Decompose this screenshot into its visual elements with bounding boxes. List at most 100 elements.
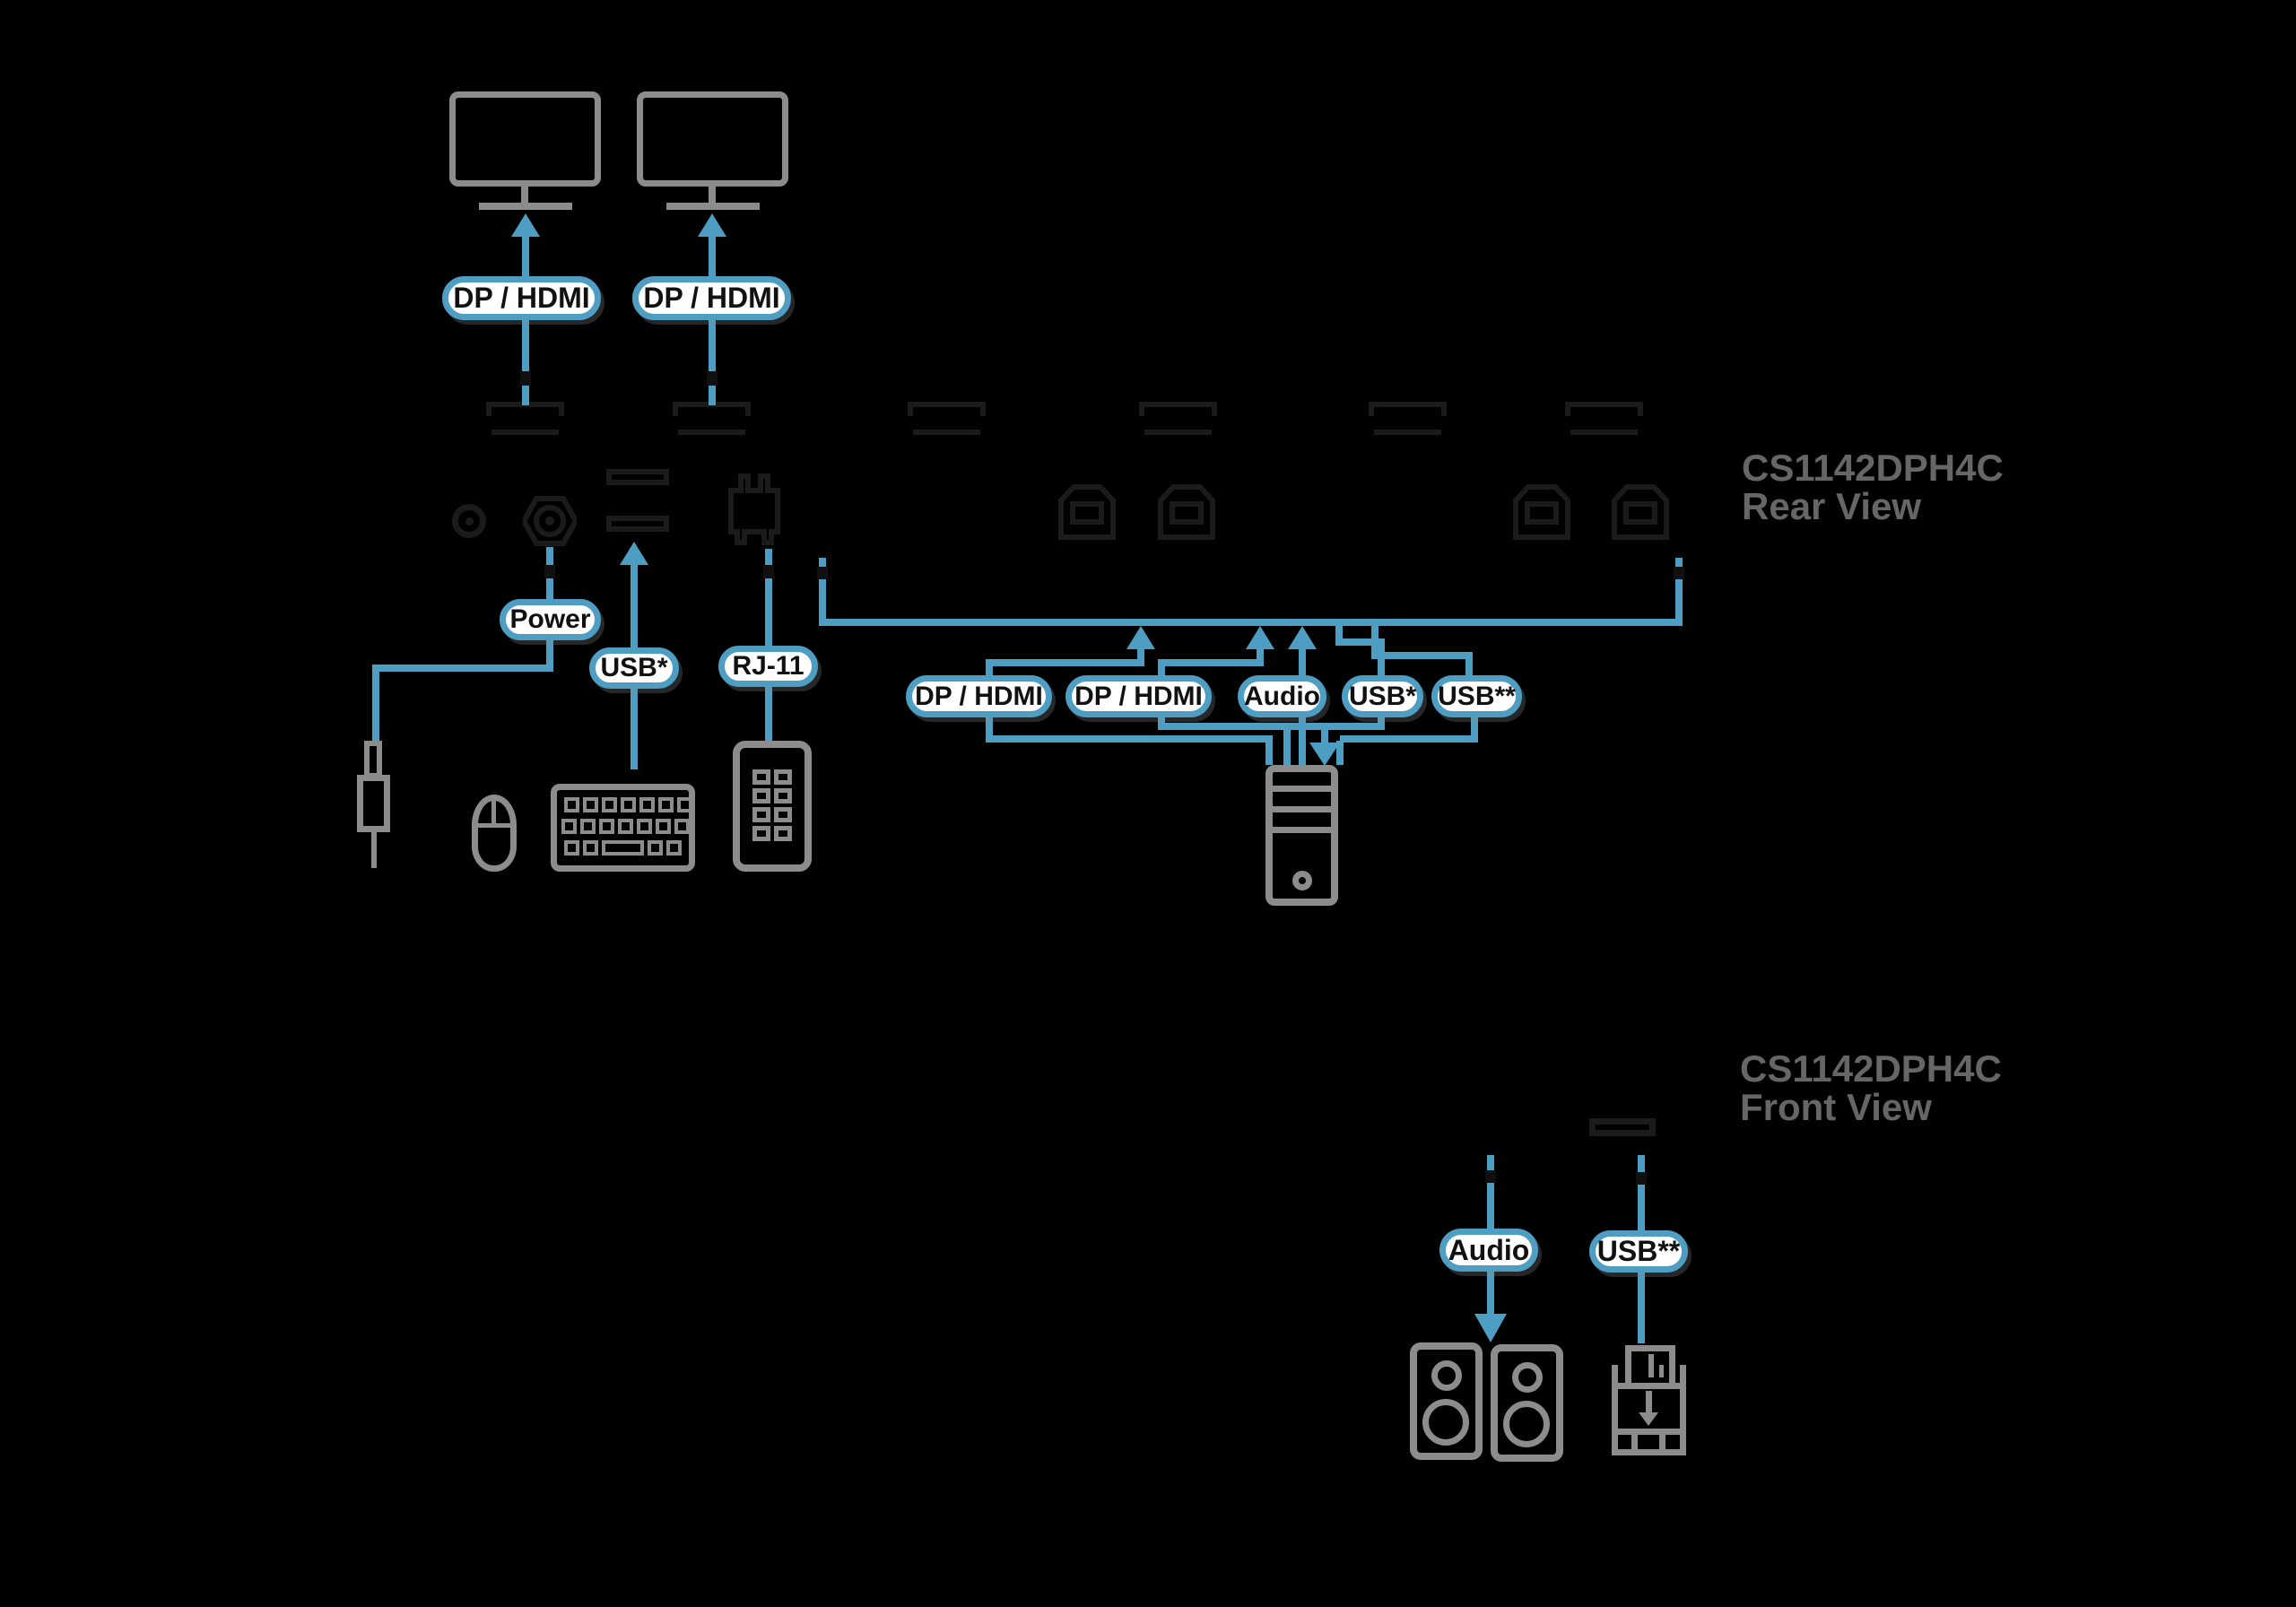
cable-segment [1158, 666, 1165, 677]
usb-flash-drive-body [1612, 1383, 1686, 1455]
mouse-divider [474, 823, 514, 828]
arrow-up-icon [511, 213, 540, 237]
usb-flash-drive-shoulder [1680, 1365, 1686, 1385]
label-rj11: RJ-11 [718, 646, 818, 687]
video-port-underline [1144, 430, 1212, 435]
cable-segment [1299, 717, 1306, 765]
monitor-icon [449, 91, 601, 187]
device-edge-tick [520, 371, 531, 386]
cable-segment [986, 717, 993, 741]
cable-segment [709, 320, 716, 405]
cable-segment [1299, 647, 1306, 677]
device-edge-tick [544, 565, 555, 578]
speaker-woofer [1422, 1399, 1469, 1446]
label-pc-dp-hdmi1: DP / HDMI [906, 675, 1052, 717]
label-text: Power [509, 604, 591, 634]
mouse-icon [472, 795, 517, 872]
label-front-usb: USB** [1589, 1230, 1688, 1273]
arrow-down-icon [1474, 1314, 1507, 1342]
usb-flash-drive-pin [1648, 1354, 1654, 1377]
video-port-underline [913, 430, 980, 435]
label-dp-hdmi-display2: DP / HDMI [632, 276, 791, 320]
pc-tower-bay-line [1271, 827, 1333, 833]
device-edge-tick [1636, 1172, 1647, 1185]
cable-segment [1371, 652, 1473, 659]
arrow-up-icon [1126, 626, 1155, 649]
video-port-underline [1570, 430, 1638, 435]
cable-segment [1335, 626, 1343, 644]
label-front-audio: Audio [1439, 1229, 1538, 1272]
bus-riser-left [819, 558, 826, 626]
rj11-port-icon [728, 473, 780, 545]
dc-power-jack-icon [523, 496, 577, 546]
video-port-slot [1565, 402, 1643, 416]
bus-riser-right [1675, 558, 1683, 626]
label-text: USB** [1438, 681, 1516, 711]
cable-segment [1471, 717, 1478, 741]
cable-segment [1158, 659, 1264, 666]
video-port-slot [1369, 402, 1447, 416]
rj11-cable [765, 549, 772, 741]
monitor-stand [709, 187, 716, 204]
cable-segment [1283, 730, 1291, 765]
keyboard-keys-row [561, 819, 690, 834]
cable-segment [986, 659, 1144, 666]
arrow-up-icon [698, 213, 726, 237]
label-dp-hdmi-display1: DP / HDMI [442, 276, 601, 320]
usb-b-port-icon [1513, 484, 1570, 540]
arrow-up-icon [1288, 626, 1317, 649]
cable-segment [1378, 644, 1385, 677]
view-name: Front View [1740, 1086, 1932, 1128]
cable-segment [1265, 741, 1273, 765]
arrow-up-icon [620, 542, 648, 565]
cable-segment [1137, 647, 1144, 663]
label-text: Audio [1244, 681, 1320, 711]
device-edge-tick [817, 567, 828, 579]
cable-segment [1378, 717, 1385, 728]
phone-keypad-keys [752, 769, 796, 841]
usb-b-port-icon [1058, 484, 1116, 540]
view-name: Rear View [1742, 485, 1922, 527]
usb-flash-drive-pin [1659, 1365, 1664, 1377]
power-plug-icon [364, 741, 382, 778]
power-cable [372, 665, 553, 672]
label-pc-audio: Audio [1238, 675, 1326, 717]
label-text: DP / HDMI [643, 282, 780, 314]
cable-segment [1340, 735, 1478, 743]
monitor-base [666, 203, 760, 210]
power-plug-body [357, 775, 390, 832]
cable-segment [1257, 647, 1264, 663]
pc-power-button [1292, 871, 1312, 890]
arrow-down-icon [1309, 743, 1340, 766]
video-port-slot [908, 402, 986, 416]
grounding-terminal-dot [465, 517, 474, 526]
device-edge-tick [707, 371, 718, 386]
label-power: Power [500, 599, 601, 640]
usb-flash-drive-band-divider [1659, 1429, 1665, 1454]
speaker-icon [1491, 1344, 1563, 1462]
keyboard-icon [551, 784, 695, 872]
model-name: CS1142DPH4C [1742, 447, 2004, 489]
label-text: RJ-11 [732, 651, 804, 681]
label-text: DP / HDMI [453, 282, 590, 314]
usb-flash-drive-band [1614, 1429, 1683, 1435]
device-edge-tick [763, 565, 774, 578]
cable-segment [986, 735, 1273, 743]
bus-line [819, 619, 1683, 626]
arrow-up-icon [1246, 626, 1274, 649]
label-text: Audio [1448, 1233, 1530, 1266]
label-text: DP / HDMI [915, 681, 1043, 711]
cable-segment [1465, 657, 1473, 677]
speaker-tweeter [1512, 1362, 1543, 1393]
power-cable [372, 672, 379, 741]
label-text: DP / HDMI [1074, 681, 1203, 711]
device-edge-tick [1485, 1170, 1496, 1183]
phone-keypad-icon [733, 741, 812, 872]
speaker-woofer [1503, 1401, 1550, 1447]
usb-a-port-icon [606, 469, 669, 485]
label-text: USB** [1596, 1235, 1681, 1267]
usb-flash-drive-band-divider [1631, 1429, 1638, 1454]
usb-b-port-icon [1158, 484, 1215, 540]
video-port-underline [678, 430, 745, 435]
